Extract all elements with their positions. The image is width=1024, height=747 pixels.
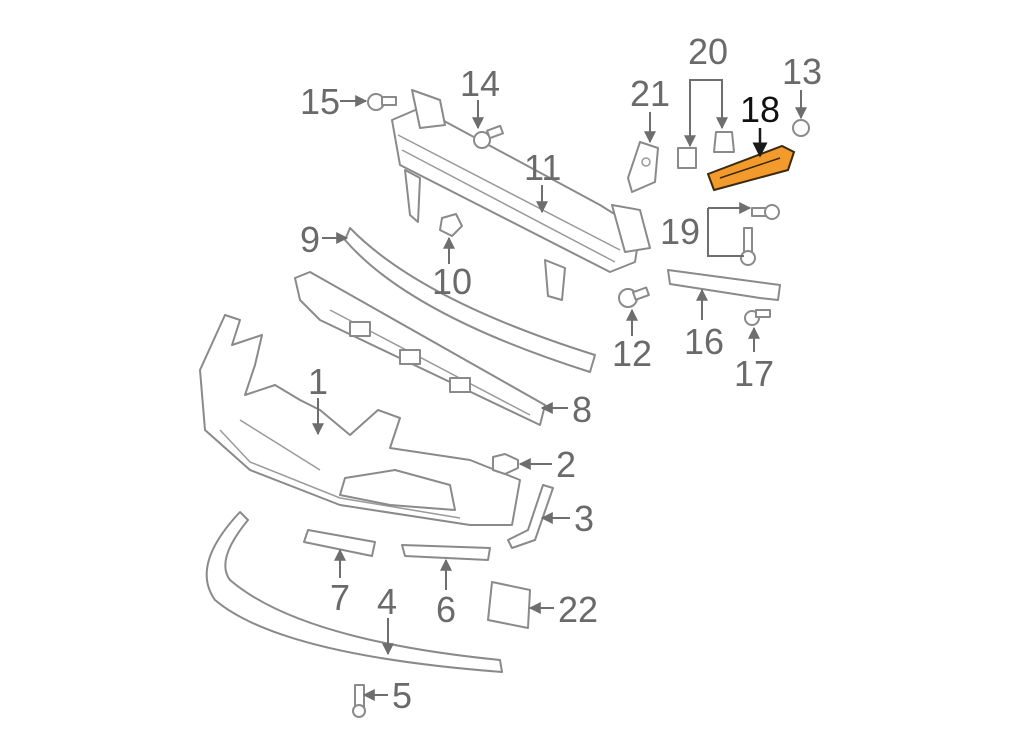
part-10-nut <box>439 213 463 237</box>
callout-6: 6 <box>436 589 456 630</box>
part-20-clip-b <box>713 131 735 153</box>
part-20-clip-a <box>677 147 697 169</box>
part-13-nut <box>792 119 810 137</box>
callout-3: 3 <box>574 498 594 539</box>
part-14-bolt <box>473 124 504 149</box>
callout-15: 15 <box>300 81 340 122</box>
part-19-bolt-b <box>740 227 756 266</box>
part-3-side-bracket <box>507 484 554 549</box>
callout-21: 21 <box>630 73 670 114</box>
callout-13: 13 <box>782 51 822 92</box>
callout-18: 18 <box>740 89 780 130</box>
callout-1: 1 <box>308 361 328 402</box>
part-5-bolt <box>352 684 366 718</box>
part-15-bolt <box>367 93 397 111</box>
part-7-grille-strip <box>303 529 376 557</box>
part-4-lower-spoiler <box>205 511 503 673</box>
callout-labels: 15 14 11 9 10 8 1 2 3 7 6 4 22 5 21 20 1… <box>300 31 822 716</box>
callout-12: 12 <box>612 333 652 374</box>
callout-4: 4 <box>377 581 397 622</box>
callout-11: 11 <box>524 147 561 188</box>
part-6-grille-strip <box>401 544 491 561</box>
leader-lines <box>312 79 807 701</box>
part-18-guide-bracket <box>706 144 796 192</box>
callout-20: 20 <box>688 31 728 72</box>
callout-19: 19 <box>660 211 700 252</box>
callout-17: 17 <box>734 353 774 394</box>
callout-9: 9 <box>300 219 320 260</box>
leader-19 <box>707 208 744 257</box>
callout-5: 5 <box>392 675 412 716</box>
callout-16: 16 <box>684 321 724 362</box>
part-11-reinforcement-beam <box>391 89 651 301</box>
part-17-screw <box>744 309 771 326</box>
part-9-strip <box>344 227 596 373</box>
callout-2: 2 <box>556 444 576 485</box>
part-21-bracket <box>627 141 659 193</box>
part-12-bolt <box>618 286 650 308</box>
part-22-cover-cap <box>487 581 531 629</box>
part-16-side-bracket <box>667 269 781 301</box>
callout-8: 8 <box>572 389 592 430</box>
part-2-clip <box>492 453 519 475</box>
callout-22: 22 <box>558 589 598 630</box>
part-1-bumper-cover <box>199 314 521 526</box>
callout-10: 10 <box>432 261 472 302</box>
part-8-energy-absorber <box>294 271 546 426</box>
part-19-bolt-a <box>751 204 780 220</box>
callout-7: 7 <box>330 577 350 618</box>
callout-14: 14 <box>460 63 500 104</box>
